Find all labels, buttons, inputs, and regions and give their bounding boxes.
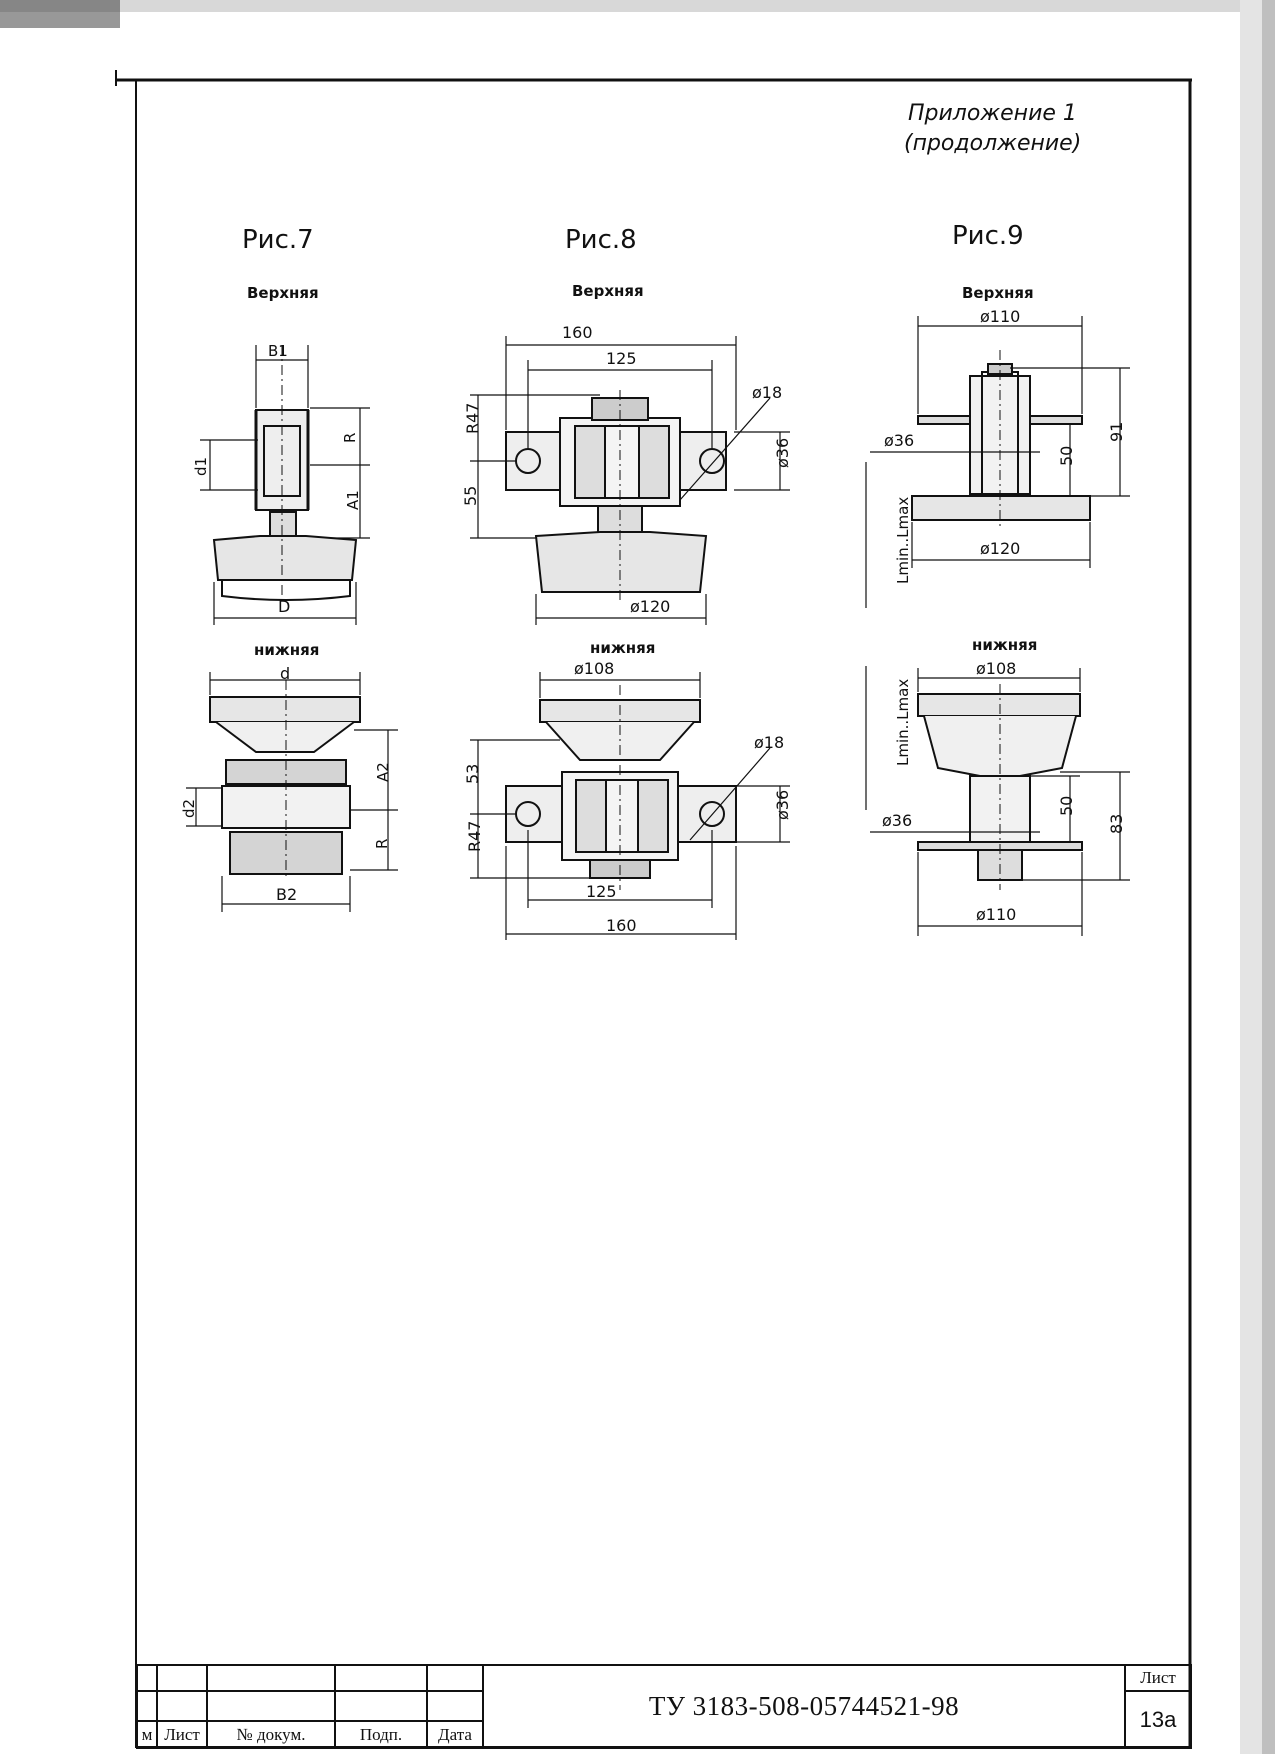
fig7-dim-a2: A2 [374, 762, 392, 782]
fig8-dim-160-upper: 160 [562, 323, 593, 342]
figure-9-title: Рис.9 [952, 221, 1024, 251]
fig9-dim-d36-upper: ø36 [884, 431, 914, 450]
fig8-dim-d36-upper: ø36 [773, 438, 792, 468]
col-doc-number: № докум. [206, 1720, 336, 1749]
document-number: ТУ 3183-508-05744521-98 [482, 1664, 1126, 1749]
fig9-dim-d108: ø108 [976, 659, 1016, 678]
title-block: ТУ 3183-508-05744521-98 Лист 13а м Лист … [136, 1664, 1192, 1749]
drawing-frame [115, 70, 1192, 1748]
fig9-dim-d110-upper: ø110 [980, 307, 1020, 326]
fig8-dim-160-lower: 160 [606, 916, 637, 935]
fig9-dim-d36-lower: ø36 [882, 811, 912, 830]
figure-8-lower-dims [470, 672, 790, 940]
figure-8-upper-drawing [505, 390, 727, 600]
col-date: Дата [426, 1720, 484, 1749]
figure-7-lower-drawing [209, 680, 361, 880]
appendix-line2: (продолжение) [904, 131, 1081, 156]
fig8-dim-d18-upper: ø18 [752, 383, 782, 402]
scan-edge-top [0, 0, 1275, 12]
figure-7-upper-label: Верхняя [247, 284, 319, 302]
fig7-dim-r-lower: R [373, 839, 391, 849]
fig9-dim-lmin-lower: Lmin..Lmax [894, 679, 912, 766]
figure-9: Рис.9 Верхняя ø110 ø36 50 91 Lmin..Lmax [865, 221, 1130, 936]
figure-7-upper-dims [200, 345, 370, 625]
figure-9-upper-dims [865, 316, 1130, 608]
appendix-line1: Приложение 1 [908, 101, 1077, 126]
fig8-dim-d120: ø120 [630, 597, 670, 616]
fig8-dim-125-upper: 125 [606, 349, 637, 368]
figure-9-lower-label: нижняя [972, 636, 1037, 654]
figure-8-lower-label: нижняя [590, 639, 655, 657]
figure-8-lower-drawing [505, 685, 737, 890]
fig8-dim-d108: ø108 [574, 659, 614, 678]
fig9-dim-d120: ø120 [980, 539, 1020, 558]
fig9-dim-50-upper: 50 [1057, 446, 1076, 466]
fig7-dim-b2: B2 [276, 885, 297, 904]
figure-7-lower-dims [186, 672, 398, 912]
figure-7-lower-label: нижняя [254, 641, 319, 659]
col-izm: м [136, 1720, 158, 1749]
figure-9-upper-drawing [911, 350, 1091, 530]
fig7-dim-d-lower: d [280, 664, 290, 683]
fig7-dim-b1: B1 [268, 342, 288, 360]
fig8-dim-d36-lower: ø36 [773, 790, 792, 820]
fig7-dim-d-upper: D [278, 597, 290, 616]
fig9-dim-50-lower: 50 [1057, 796, 1076, 816]
fig9-dim-83: 83 [1107, 814, 1126, 834]
fig8-dim-125-lower: 125 [586, 882, 617, 901]
sheet-label: Лист [1124, 1664, 1192, 1692]
figure-8-upper-dims [470, 336, 790, 625]
fig7-dim-a1: A1 [344, 490, 362, 510]
sheet-number: 13а [1124, 1690, 1192, 1749]
fig7-dim-d2: d2 [180, 799, 198, 818]
col-signature: Подп. [334, 1720, 428, 1749]
figure-7-title: Рис.7 [242, 225, 314, 255]
fig8-dim-r47-lower: R47 [465, 821, 484, 852]
fig9-dim-d110-lower: ø110 [976, 905, 1016, 924]
fig8-dim-55: 55 [461, 486, 480, 506]
fig9-dim-lmin-upper: Lmin..Lmax [894, 497, 912, 584]
col-list: Лист [156, 1720, 208, 1749]
figure-8: Рис.8 Верхняя [461, 225, 792, 940]
figure-7: Рис.7 Верхняя B1 R d1 A1 D нижняя [180, 225, 398, 912]
figure-7-upper-drawing [212, 345, 358, 601]
fig7-dim-r: R [341, 433, 359, 443]
fig7-dim-d1: d1 [192, 457, 210, 476]
fig9-dim-91: 91 [1107, 422, 1126, 442]
figure-9-lower-drawing [917, 684, 1083, 890]
figure-9-upper-label: Верхняя [962, 284, 1034, 302]
title-block-table: ТУ 3183-508-05744521-98 Лист 13а м Лист … [136, 1664, 1192, 1749]
fig8-dim-r47-upper: R47 [463, 403, 482, 434]
fig8-dim-53: 53 [463, 764, 482, 784]
fig8-dim-d18-lower: ø18 [754, 733, 784, 752]
figure-8-upper-label: Верхняя [572, 282, 644, 300]
figure-9-lower-dims [865, 666, 1130, 936]
figure-8-title: Рис.8 [565, 225, 637, 255]
